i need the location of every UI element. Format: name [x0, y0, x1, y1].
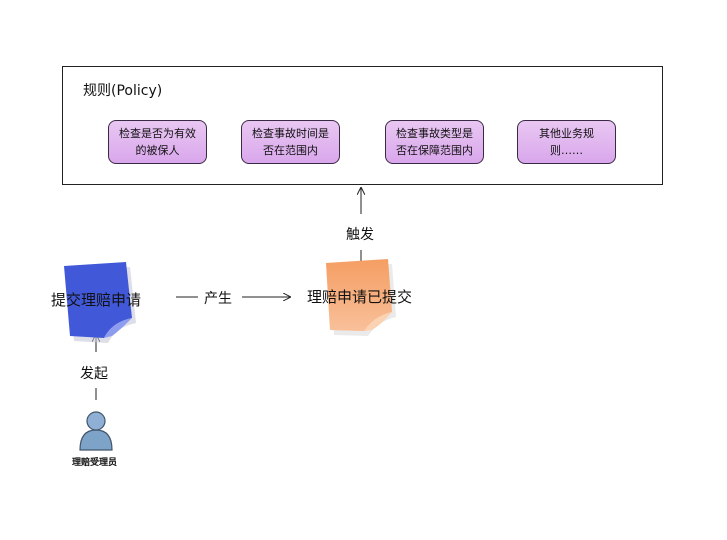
rule-label: 检查事故类型是否在保障范围内 — [396, 127, 473, 157]
rule-label: 检查是否为有效的被保人 — [119, 127, 196, 157]
produce-label: 产生 — [204, 291, 232, 307]
rule-valid-insured[interactable]: 检查是否为有效的被保人 — [108, 120, 207, 164]
person-icon — [79, 411, 113, 451]
rule-label: 检查事故时间是否在范围内 — [252, 127, 329, 157]
actor-label: 理赔受理员 — [72, 458, 118, 468]
blue-note-icon — [64, 262, 136, 343]
rule-accident-type[interactable]: 检查事故类型是否在保障范围内 — [385, 120, 484, 164]
rule-accident-time[interactable]: 检查事故时间是否在范围内 — [241, 120, 340, 164]
submit-claim-label: 提交理赔申请 — [51, 291, 142, 309]
rule-label: 其他业务规则…… — [539, 127, 594, 157]
rule-other[interactable]: 其他业务规则…… — [517, 120, 616, 164]
policy-container — [62, 66, 663, 185]
initiate-label: 发起 — [80, 366, 108, 382]
orange-note-icon — [326, 259, 396, 336]
trigger-label: 触发 — [346, 227, 374, 243]
claim-submitted-label: 理赔申请已提交 — [307, 288, 413, 306]
policy-title: 规则(Policy) — [83, 83, 163, 99]
